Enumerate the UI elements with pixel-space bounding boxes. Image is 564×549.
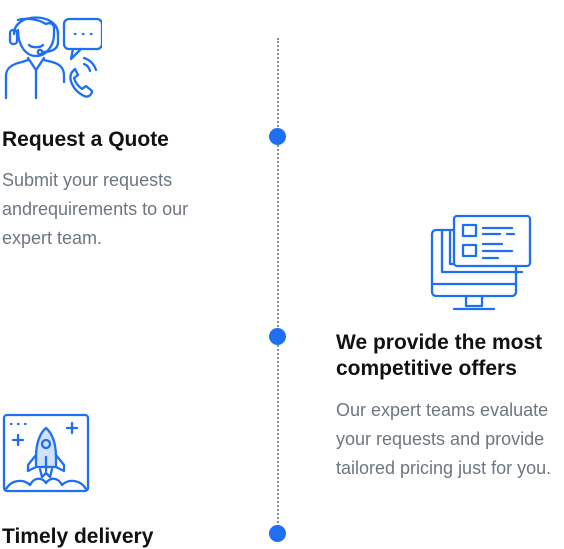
timeline-dot-2 xyxy=(269,328,286,345)
step-1-title: Request a Quote xyxy=(2,128,169,151)
computer-monitor-icon xyxy=(430,214,532,311)
timeline-dot-1 xyxy=(269,128,286,145)
step-3-title: Timely delivery xyxy=(2,525,154,548)
step-1-description: Submit your requests andrequirements to … xyxy=(2,170,189,248)
step-2-title: We provide the most competitive offers xyxy=(336,331,543,380)
customer-support-icon xyxy=(4,16,102,100)
timeline-line xyxy=(277,38,279,538)
rocket-launch-icon xyxy=(2,413,90,493)
step-2-description: Our expert teams evaluate your requests … xyxy=(336,400,552,478)
timeline-dot-3 xyxy=(269,525,286,542)
